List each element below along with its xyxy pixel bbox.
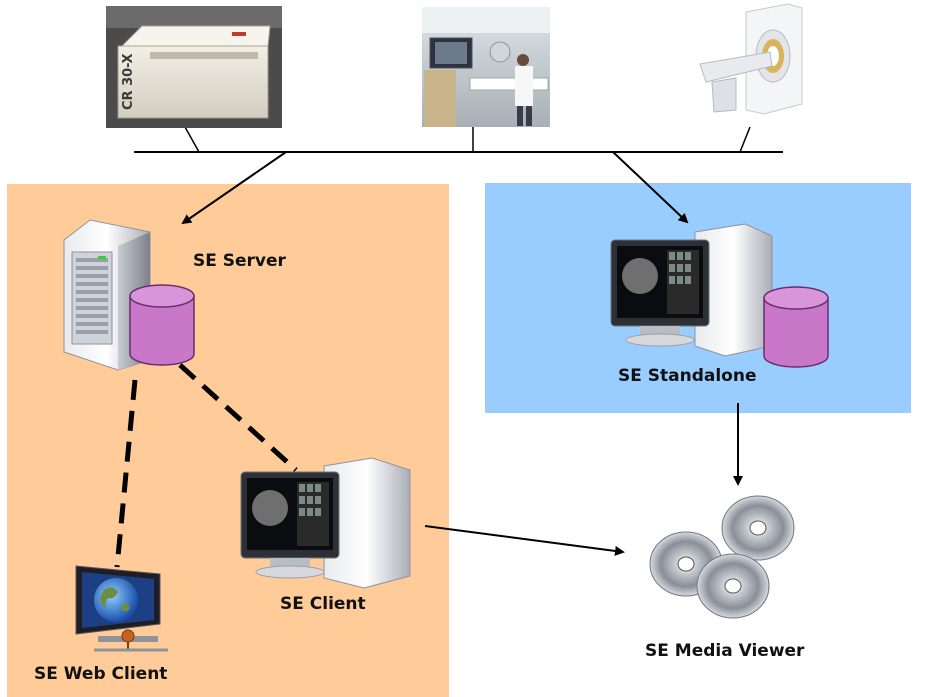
arrow-bus-to-standalone: [612, 151, 689, 224]
se-web-client-label: SE Web Client: [34, 664, 168, 684]
arrow-client-to-media: [424, 525, 625, 556]
web-client-monitor-icon: [75, 565, 168, 652]
workstation-icon: [240, 457, 411, 589]
network-bus: [134, 126, 783, 153]
cd-discs-icon: [649, 495, 795, 619]
server-tower-icon: [63, 219, 151, 371]
arrow-bus-to-server: [181, 151, 287, 225]
cr-reader-label: CR 30-X: [121, 53, 136, 110]
dashed-link-server-client: [178, 363, 298, 472]
se-client-label: SE Client: [280, 594, 366, 614]
database-icon: [129, 284, 195, 366]
se-media-viewer-label: SE Media Viewer: [645, 641, 805, 661]
se-server-label: SE Server: [193, 251, 286, 271]
ct-scanner-icon: [699, 3, 803, 115]
xray-room-icon: [422, 7, 550, 127]
workstation-icon: [610, 223, 773, 357]
se-standalone-label: SE Standalone: [618, 366, 757, 386]
cr-reader-icon: CR 30-X: [106, 6, 282, 128]
dashed-link-server-web-client: [114, 379, 138, 568]
database-icon: [763, 286, 829, 368]
